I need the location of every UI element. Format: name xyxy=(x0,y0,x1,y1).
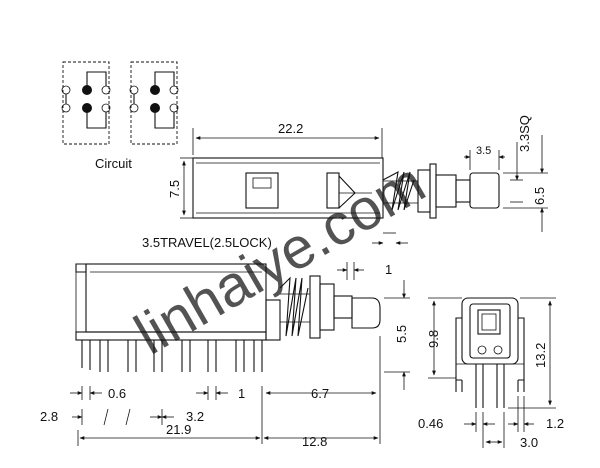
body-height-label: 7.5 xyxy=(167,180,182,198)
square-size-label: 3.3SQ xyxy=(517,115,532,152)
pin-pitch-label: 3.0 xyxy=(520,435,538,450)
side-total-height-label: 13.2 xyxy=(533,343,548,368)
pin-tail-label: 1 xyxy=(238,386,245,401)
cap-length-label: 6.7 xyxy=(311,386,329,401)
pin-thickness-label: 0.46 xyxy=(418,416,443,431)
front-view: 1 5.5 0.6 1 6.7 2.8 3.2 21 xyxy=(40,262,410,449)
stem-offset-label: 5.5 xyxy=(394,325,409,343)
circuit-label: Circuit xyxy=(95,156,132,171)
top-view: 22.2 3.5 3.3SQ xyxy=(142,115,548,250)
stem-height-label: 6.5 xyxy=(532,187,547,205)
pin-offset-a-label: 2.8 xyxy=(40,409,58,424)
travel-label: 3.5TRAVEL(2.5LOCK) xyxy=(142,235,272,250)
overall-length-label: 22.2 xyxy=(278,121,303,136)
circuit-diagram: Circuit xyxy=(61,61,179,171)
pin-offset-b-label: 3.2 xyxy=(186,409,204,424)
pin-width-label: 1.2 xyxy=(546,416,564,431)
pin-spacing-label: 0.6 xyxy=(108,386,126,401)
bracket-offset-label: 1 xyxy=(385,262,392,277)
cap-width-label: 3.5 xyxy=(476,145,491,157)
total-length-label: 21.9 xyxy=(166,422,191,437)
side-view: 9.8 13.2 0.46 1.2 3.0 xyxy=(418,297,564,450)
side-height-label: 9.8 xyxy=(426,330,441,348)
stem-length-label: 12.8 xyxy=(302,434,327,449)
